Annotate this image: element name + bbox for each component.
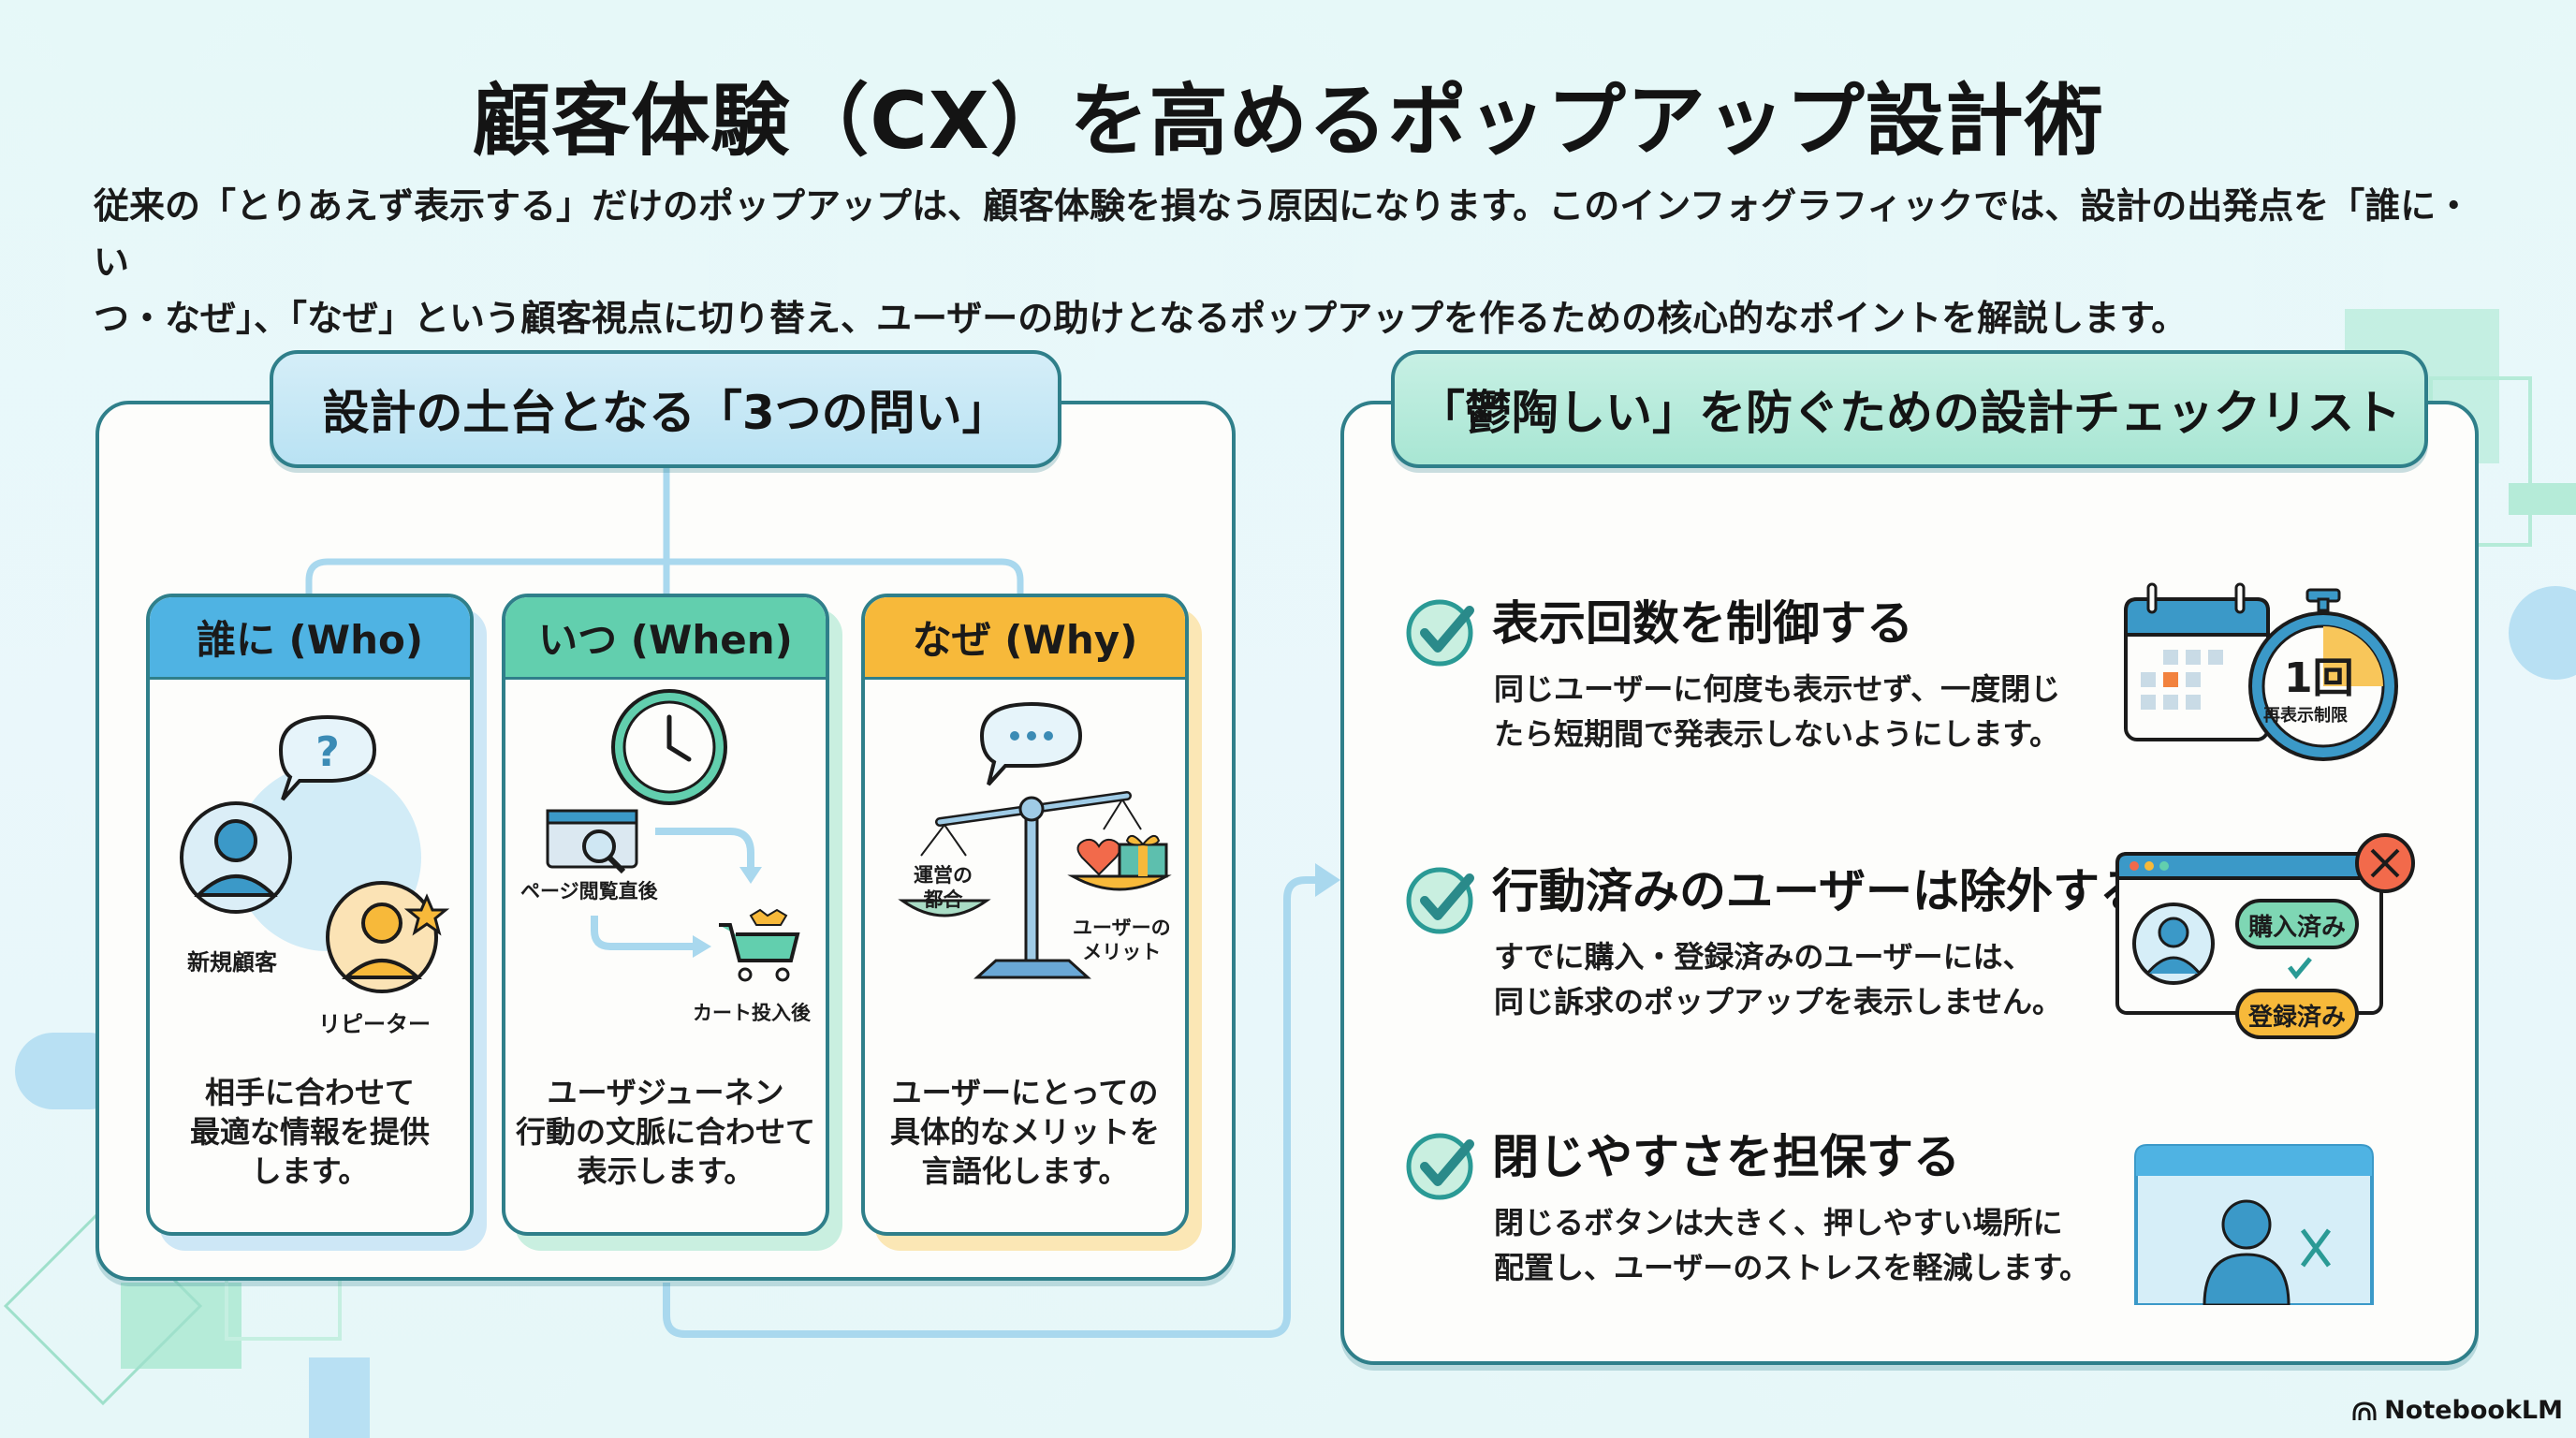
checkmark-icon: [1406, 867, 1474, 934]
speech-bubble-question-icon: ?: [278, 714, 377, 801]
checklist-item-title: 表示回数を制御する: [1492, 596, 1913, 651]
checklist-item-frequency: 表示回数を制御する 同じユーザーに何度も表示せず、一度閉じ たら短期間で発表示し…: [1395, 586, 2424, 773]
operator-convenience-label: 運営の 都合: [914, 864, 973, 911]
speech-bubble-ellipsis-icon: [979, 701, 1083, 786]
checklist-item-easy-close: 閉じやすさを担保する 閉じるボタンは大きく、押しやすい場所に 配置し、ユーザーの…: [1395, 1120, 2424, 1307]
browser-search-icon: [546, 809, 638, 874]
purchased-badge: 購入済み: [2248, 914, 2347, 942]
notebooklm-watermark: NotebookLM: [2352, 1396, 2563, 1425]
page-view-label: ページ閲覧直後: [520, 880, 658, 902]
checklist-item-description: 閉じるボタンは大きく、押しやすい場所に 配置し、ユーザーのストレスを軽減します。: [1494, 1205, 2090, 1285]
when-card-heading: いつ (When): [505, 597, 826, 680]
redisplay-limit-label: 再表示制限: [2263, 706, 2348, 726]
close-button-popup-illustration: [2134, 1144, 2374, 1305]
shopping-cart-icon: [719, 908, 800, 982]
checklist-title: 「鬱陶しい」を防ぐための設計チェックリスト: [1391, 350, 2428, 468]
decor-square-green-left: [121, 1283, 242, 1369]
stopwatch-icon: [2248, 588, 2398, 761]
decor-circle-blue-right: [2509, 586, 2576, 680]
registered-badge: 登録済み: [2248, 1004, 2347, 1032]
decor-outline-square-left: [225, 1273, 342, 1341]
decor-bar-green-right: [2509, 483, 2576, 515]
who-card-heading: 誰に (Who): [150, 597, 470, 680]
why-card-description: ユーザーにとっての 具体的なメリットを 言語化します。: [889, 1075, 1160, 1189]
checkmark-icon: [1406, 599, 1474, 667]
user-avatar-icon: [2132, 902, 2215, 985]
who-card: 誰に (Who) ? 新規顧客 リピーター 相手に合わせて 最適な情報: [146, 594, 474, 1236]
checklist-item-description: 同じユーザーに何度も表示せず、一度閉じ たら短期間で発表示しないようにします。: [1494, 671, 2061, 752]
when-card: いつ (When): [502, 594, 829, 1236]
user-silhouette-icon: [2203, 1199, 2291, 1305]
clock-icon: [611, 689, 727, 805]
close-x-icon: [2355, 833, 2415, 893]
calendar-icon: [2124, 582, 2270, 741]
intro-text: 従来の「とりあえず表示する」だけのポップアップは、顧客体験を損なう原因になります…: [94, 178, 2490, 346]
intro-line-1: 従来の「とりあえず表示する」だけのポップアップは、顧客体験を損なう原因になります…: [94, 185, 2472, 283]
notebooklm-logo-icon: [2352, 1401, 2377, 1420]
checkmark-icon: [1406, 1133, 1474, 1200]
calendar-stopwatch-illustration: [2124, 582, 2398, 761]
checklist-item-title: 閉じやすさを担保する: [1492, 1130, 1960, 1184]
repeater-label: リピーター: [318, 1011, 431, 1037]
three-questions-title: 設計の土台となる「3つの問い」: [270, 350, 1061, 468]
checklist-item-exclude: 行動済みのユーザーは除外する すでに購入・登録済みのユーザーには、 同じ訴求のポ…: [1395, 854, 2424, 1041]
when-card-description: ユーザジューネン 行動の文脈に合わせて 表示します。: [515, 1075, 815, 1189]
balance-scale-icon: [898, 791, 1172, 979]
repeater-avatar-icon: [326, 881, 438, 993]
why-card: なぜ (Why): [861, 594, 1189, 1236]
page-title: 顧客体験（CX）を高めるポップアップ設計術: [472, 75, 2104, 167]
new-customer-avatar-icon: [180, 801, 292, 914]
svg-text:?: ?: [315, 728, 340, 776]
checklist-item-title: 行動済みのユーザーは除外する: [1492, 864, 2146, 918]
user-benefit-label: ユーザーの メリット: [1073, 917, 1171, 963]
close-icon: [2300, 1228, 2332, 1268]
intro-line-2: つ・なぜ」、「なぜ」という顧客視点に切り替え、ユーザーの助けとなるポップアップを…: [94, 298, 2188, 339]
when-illustration: [546, 689, 800, 982]
cart-add-label: カート投入後: [693, 1002, 811, 1024]
heart-icon: [1076, 838, 1121, 876]
gift-box-icon: [1118, 834, 1168, 878]
star-icon: [403, 893, 450, 936]
one-time-label: 1回: [2284, 654, 2354, 702]
excluded-user-popup-illustration: [2115, 833, 2415, 1039]
who-illustration: ?: [180, 714, 450, 993]
new-customer-label: 新規顧客: [187, 949, 277, 976]
decor-bar-blue-bottom: [309, 1357, 370, 1438]
checklist-item-description: すでに購入・登録済みのユーザーには、 同じ訴求のポップアップを表示しません。: [1494, 939, 2063, 1020]
watermark-label: NotebookLM: [2384, 1396, 2563, 1425]
who-card-description: 相手に合わせて 最適な情報を提供 します。: [189, 1075, 430, 1189]
why-card-heading: なぜ (Why): [865, 597, 1185, 680]
why-illustration: [898, 701, 1172, 979]
